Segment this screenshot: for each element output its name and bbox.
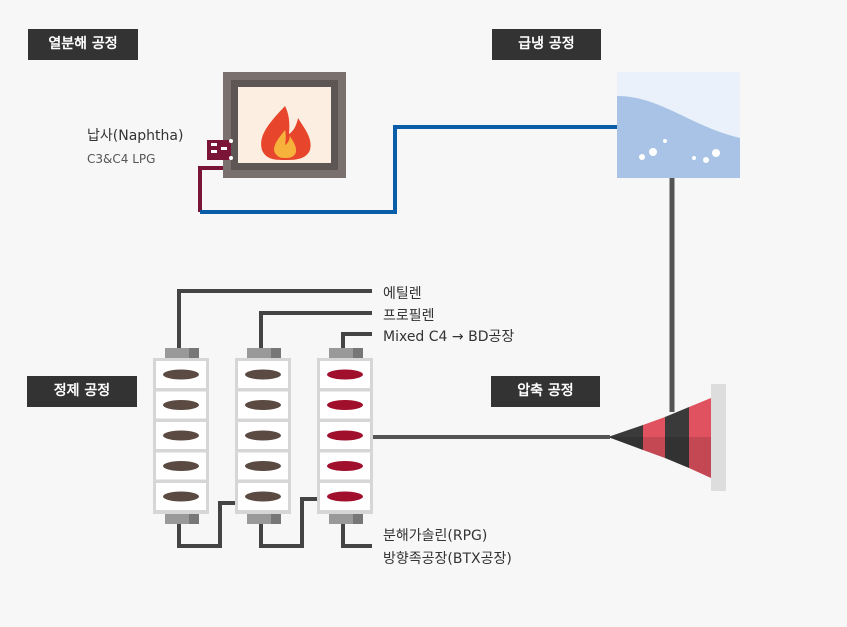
column-tray-icon	[245, 491, 281, 502]
quench-water-icon	[617, 72, 740, 178]
rpg-line	[341, 524, 372, 548]
distillation-column-icon	[153, 348, 209, 524]
column-tray-icon	[327, 430, 363, 441]
column-tray-icon	[163, 430, 199, 441]
column-tray-icon	[245, 430, 281, 441]
product-ethylene: 에틸렌	[383, 286, 422, 302]
stage-label-quench: 급냉 공정	[492, 29, 601, 60]
feed-line	[198, 166, 228, 212]
distillation-column-icon	[235, 348, 291, 524]
stage-label-cracking: 열분해 공정	[28, 29, 138, 60]
column-tray-icon	[327, 369, 363, 380]
distillation-columns	[153, 348, 373, 524]
column-tray-icon	[245, 461, 281, 471]
propylene-line	[259, 311, 372, 348]
column-tray-icon	[245, 400, 281, 410]
compressor-icon	[608, 384, 726, 491]
product-mixed-c4: Mixed C4 → BD공장	[383, 329, 515, 345]
column-2-to-3-line	[259, 497, 319, 548]
column-tray-icon	[163, 369, 199, 380]
column-1-to-2-line	[177, 501, 237, 548]
column-tray-icon	[327, 461, 363, 471]
column-tray-icon	[163, 491, 199, 502]
stage-label-compression: 압축 공정	[491, 376, 600, 407]
ethylene-line	[177, 289, 372, 348]
mixed-c4-line	[341, 332, 372, 348]
stage-label-purification: 정제 공정	[27, 376, 137, 407]
product-btx: 방향족공장(BTX공장)	[383, 551, 512, 567]
column-tray-icon	[163, 461, 199, 471]
column-tray-icon	[327, 400, 363, 410]
product-propylene: 프로필렌	[383, 308, 435, 324]
column-tray-icon	[245, 369, 281, 380]
distillation-column-icon	[317, 348, 373, 524]
column-tray-icon	[163, 400, 199, 410]
product-rpg: 분해가솔린(RPG)	[383, 528, 488, 544]
quench-line	[200, 125, 618, 214]
feed-nozzle-icon	[207, 139, 233, 160]
furnace-fire-icon	[223, 72, 346, 178]
feedstock-naphtha: 납사(Naphtha)	[87, 128, 184, 144]
feedstock-lpg: C3&C4 LPG	[87, 152, 156, 166]
column-tray-icon	[327, 491, 363, 502]
